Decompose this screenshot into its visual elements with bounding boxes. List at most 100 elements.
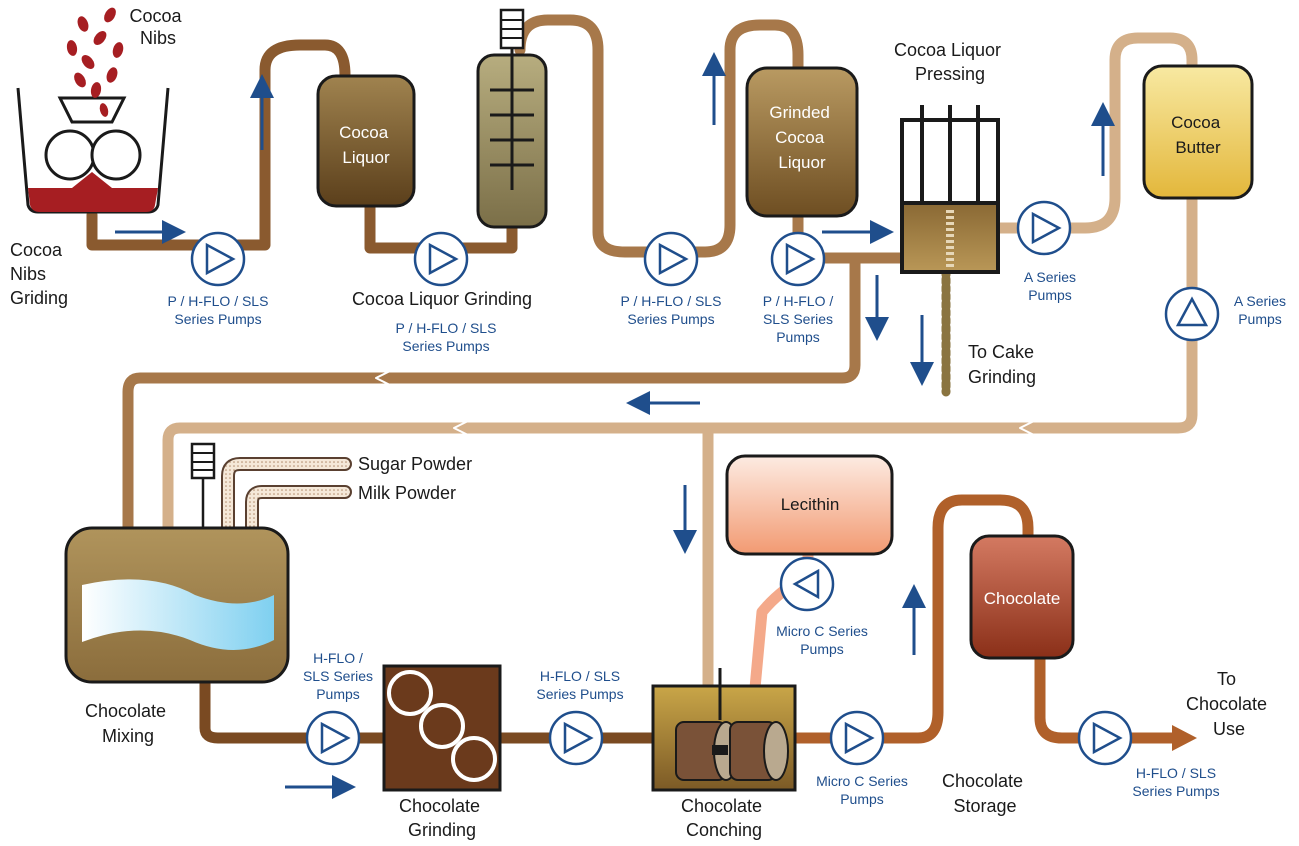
label-cocoa-nibs-2: Nibs <box>140 28 176 48</box>
mixing-wave <box>82 579 274 650</box>
cocoa-nibs-beans <box>66 7 124 117</box>
tank-labels: Cocoa Liquor Grinded Cocoa Liquor Cocoa … <box>339 103 1225 608</box>
bean <box>112 42 124 58</box>
flow-arrows <box>115 52 1115 799</box>
label-griding-1: Cocoa <box>10 240 63 260</box>
roller-left <box>44 129 96 181</box>
pipe-grinded-to-mixing <box>122 252 861 536</box>
pump-2[interactable] <box>413 231 469 287</box>
pump-3[interactable] <box>643 231 699 287</box>
label-sugar-powder: Sugar Powder <box>358 454 472 474</box>
pipe-chocolate-arrowhead <box>1172 725 1197 751</box>
hopper <box>57 96 127 124</box>
nibs-grinder <box>16 87 170 214</box>
pipe-conching-to-chocolate <box>789 494 1034 744</box>
pump-7[interactable] <box>779 556 835 612</box>
pipe-mixing-to-grinding <box>199 674 391 744</box>
bean <box>77 16 89 32</box>
bean <box>90 82 102 98</box>
pump-6[interactable] <box>1164 286 1220 342</box>
label-to-cake-grinding: To Cake Grinding <box>968 342 1039 387</box>
label-cocoa-liquor-grinding: Cocoa Liquor Grinding <box>352 289 532 309</box>
pipe-press-to-butter <box>994 32 1198 234</box>
liquor-press <box>900 105 1000 274</box>
cocoa-butter-tank <box>1142 64 1254 200</box>
tank-label-cocoa-butter: Cocoa Butter <box>1171 113 1225 157</box>
pump-8[interactable] <box>305 710 361 766</box>
label-milk-powder: Milk Powder <box>358 483 456 503</box>
bean <box>106 67 118 83</box>
liquor-grinder <box>476 8 548 229</box>
label-to-chocolate-use: To Chocolate Use <box>1186 669 1272 739</box>
pipe-nibs-to-liquor <box>86 39 351 251</box>
label-conching-1: Chocolate <box>681 796 762 816</box>
mixing-tank <box>64 442 290 684</box>
pipes <box>86 14 1198 751</box>
chocolate-grinder-body <box>382 664 502 792</box>
label-cake-1: To Cake <box>968 342 1034 362</box>
tank-label-cocoa-liquor: Cocoa Liquor <box>339 123 393 167</box>
pipe-milk-powder-fill <box>247 487 350 535</box>
label-use-1: To <box>1217 669 1236 689</box>
label-chocolate-storage: Chocolate Storage <box>942 771 1028 816</box>
label-storage-1: Chocolate <box>942 771 1023 791</box>
grinded-cocoa-liquor-tank <box>745 66 859 218</box>
label-mixing-1: Chocolate <box>85 701 166 721</box>
label-grinding-1: Chocolate <box>399 796 480 816</box>
chocolate-grinder <box>382 664 502 792</box>
chocolate-tank <box>969 534 1075 660</box>
label-griding-2: Nibs <box>10 264 46 284</box>
nibs-grinder-pile <box>72 172 112 188</box>
label-chocolate-mixing: Chocolate Mixing <box>85 701 171 746</box>
bean <box>99 103 109 117</box>
pipe-sugar-powder-fill <box>223 459 350 535</box>
pump-1[interactable] <box>190 231 246 287</box>
conching-machine <box>651 668 797 792</box>
nibs-grinder-fill <box>28 188 158 212</box>
label-chocolate-grinding: Chocolate Grinding <box>399 796 485 840</box>
label-use-2: Chocolate <box>1186 694 1267 714</box>
pump-4[interactable] <box>770 231 826 287</box>
label-cocoa-nibs-griding: Cocoa Nibs Griding <box>10 240 68 308</box>
process-labels: Cocoa Nibs Cocoa Nibs Griding Cocoa Liqu… <box>10 6 1272 840</box>
bean <box>66 40 78 56</box>
tank-label-chocolate: Chocolate <box>984 589 1061 608</box>
label-storage-2: Storage <box>953 796 1016 816</box>
bean <box>81 55 95 69</box>
pipe-milk-powder <box>245 485 352 537</box>
pipe-chocolate-to-use <box>1034 649 1181 744</box>
chevron-2 <box>453 419 471 437</box>
label-griding-3: Griding <box>10 288 68 308</box>
chevron-1 <box>375 369 393 387</box>
pump-5[interactable] <box>1016 200 1072 256</box>
pump-9[interactable] <box>548 710 604 766</box>
pump-10[interactable] <box>829 710 885 766</box>
label-cocoa-nibs: Cocoa Nibs <box>129 6 186 48</box>
label-use-3: Use <box>1213 719 1245 739</box>
roller-right <box>90 129 142 181</box>
label-pressing-1: Cocoa Liquor <box>894 40 1001 60</box>
label-mixing-2: Mixing <box>102 726 154 746</box>
bean <box>104 7 116 23</box>
label-grinding-2: Grinding <box>408 820 476 840</box>
label-cocoa-liquor-pressing: Cocoa Liquor Pressing <box>894 40 1006 84</box>
label-chocolate-conching: Chocolate Conching <box>681 796 767 840</box>
bean <box>93 31 107 45</box>
label-conching-2: Conching <box>686 820 762 840</box>
pumps <box>190 200 1220 766</box>
tank-label-lecithin: Lecithin <box>781 495 840 514</box>
pump-11[interactable] <box>1077 710 1133 766</box>
pipe-butter-return <box>162 194 1198 536</box>
